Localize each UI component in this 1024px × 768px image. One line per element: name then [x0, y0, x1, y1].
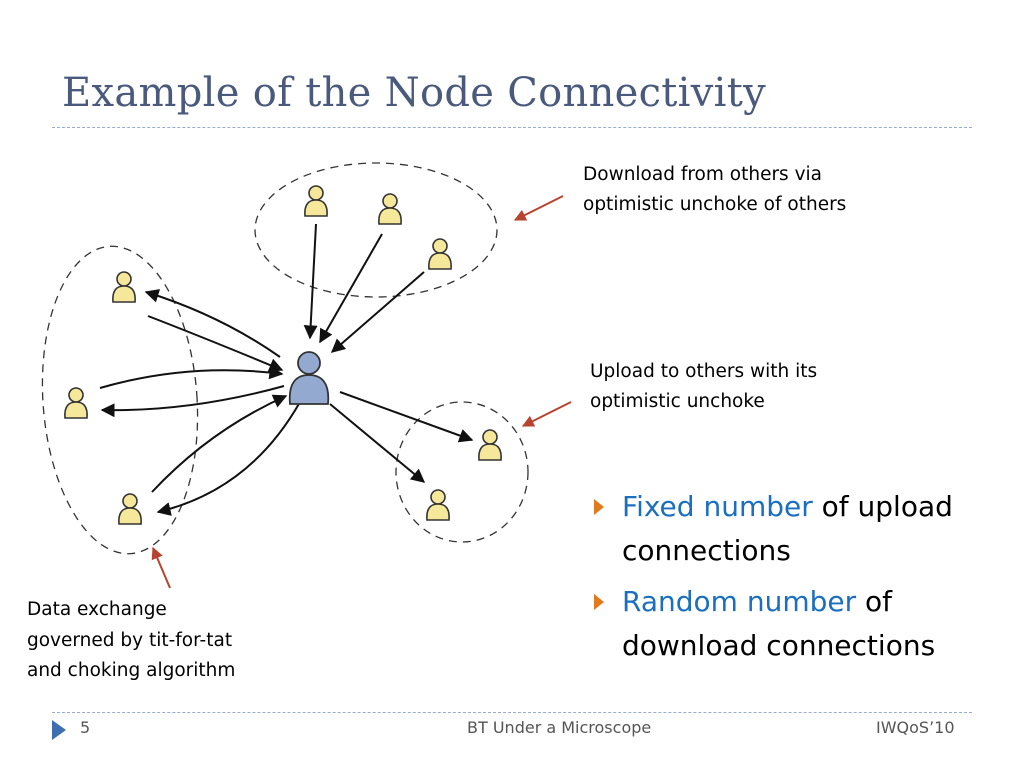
title-divider	[52, 127, 972, 128]
slide-title: Example of the Node Connectivity	[62, 70, 767, 116]
upload-group-outline	[395, 401, 529, 543]
exchange-group-outline	[41, 245, 199, 555]
bullet-item: Random number of download connections	[594, 580, 953, 668]
bullet-highlight: Fixed number	[622, 490, 813, 523]
peer-exchange-3-icon	[118, 493, 142, 525]
peer-exchange-2-icon	[64, 387, 88, 419]
download-group-outline	[254, 162, 498, 298]
upload-callout-pointer	[521, 401, 572, 427]
bullet-marker-icon	[594, 594, 604, 610]
download-callout-line-2: optimistic unchoke of others	[583, 194, 847, 215]
bullet-item: Fixed number of upload connections	[594, 485, 953, 573]
bullet-marker-icon	[594, 499, 604, 515]
peer-exchange-1-icon	[112, 271, 136, 303]
exchange-callout-pointer	[151, 546, 171, 589]
upload-callout-line-2: optimistic unchoke	[590, 391, 765, 412]
bullet-text-line-2: download connections	[622, 629, 936, 662]
bullet-list: Fixed number of upload connections Rando…	[594, 485, 953, 675]
footer-divider	[52, 712, 972, 713]
download-callout-line-1: Download from others via	[583, 164, 823, 185]
peer-upload-2-icon	[426, 489, 450, 521]
download-callout-pointer	[513, 195, 564, 221]
peer-download-1-icon	[304, 185, 328, 217]
bullet-text-line-2: connections	[622, 534, 791, 567]
upload-callout: Upload to others with its optimistic unc…	[590, 357, 817, 417]
peer-upload-1-icon	[478, 429, 502, 461]
triangle-right-icon	[52, 720, 66, 740]
connection-arrows	[99, 223, 474, 516]
download-callout: Download from others via optimistic unch…	[583, 160, 846, 220]
exchange-callout-line-2: governed by tit-for-tat	[27, 629, 233, 651]
bullet-highlight: Random number	[622, 585, 857, 618]
peer-download-2-icon	[378, 193, 402, 225]
exchange-callout-line-1: Data exchange	[27, 599, 167, 620]
exchange-callout: Data exchange governed by tit-for-tat an…	[27, 595, 235, 687]
bullet-text: of	[856, 585, 892, 618]
footer-venue: IWQoS’10	[876, 718, 955, 737]
peer-download-3-icon	[428, 238, 452, 270]
page-number: 5	[80, 718, 91, 737]
bullet-text: of upload	[812, 490, 953, 523]
center-node-icon	[288, 351, 330, 405]
exchange-callout-line-3: and choking algorithm	[27, 660, 236, 681]
upload-callout-line-1: Upload to others with its	[590, 361, 818, 382]
footer-title: BT Under a Microscope	[467, 718, 652, 737]
